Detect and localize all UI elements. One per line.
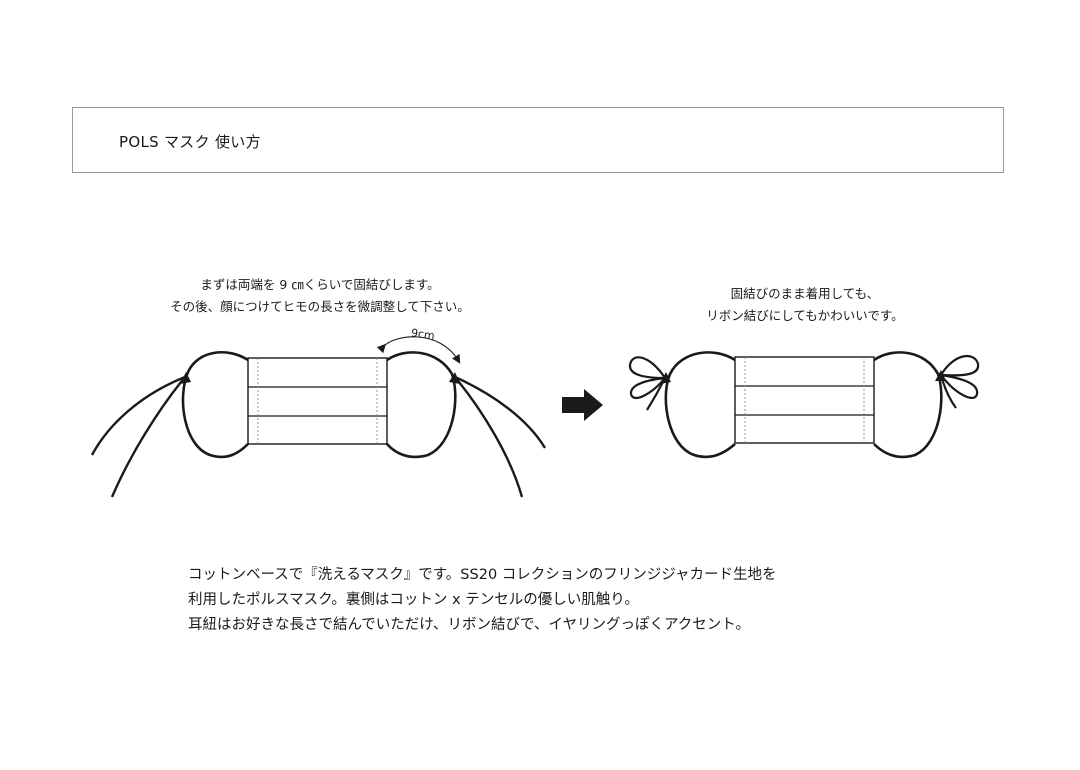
left-ear-loop-bow: [664, 351, 736, 459]
step-1-line-1: まずは両端を 9 ㎝くらいで固結びします。: [200, 277, 440, 292]
right-bow-knot: [935, 370, 946, 381]
mask-body-left: [247, 357, 388, 445]
step-2-caption: 固結びのまま着用しても、 リボン結びにしてもかわいいです。: [655, 283, 955, 327]
title-box: POLS マスク 使い方: [72, 107, 1004, 173]
step-1-caption: まずは両端を 9 ㎝くらいで固結びします。 その後、顔につけてヒモの長さを微調整…: [130, 274, 510, 318]
page-title: POLS マスク 使い方: [119, 133, 261, 151]
right-knot: [449, 372, 460, 384]
mask-body-right: [734, 356, 875, 444]
description-line-2: 利用したポルスマスク。裏側はコットン x テンセルの優しい肌触り。: [188, 592, 639, 608]
right-bow-loop-upper: [940, 355, 980, 377]
step-2-line-1: 固結びのまま着用しても、: [730, 286, 880, 301]
step-2-line-2: リボン結びにしてもかわいいです。: [706, 308, 904, 323]
left-knot: [180, 372, 191, 384]
measurement-arc: [376, 336, 461, 364]
right-bow-loop-lower: [940, 373, 979, 400]
left-bow-knot: [660, 372, 671, 384]
right-ear-loop: [386, 351, 457, 459]
description-line-1: コットンベースで『洗えるマスク』です。SS20 コレクションのフリンジジャカード…: [188, 567, 777, 583]
right-ear-loop-bow: [873, 351, 943, 459]
left-string-inner: [110, 376, 186, 498]
right-string-inner: [454, 376, 524, 498]
left-bow-loop-upper: [628, 356, 666, 380]
right-string-outer: [454, 375, 547, 449]
step-1-line-2: その後、顔につけてヒモの長さを微調整して下さい。: [170, 299, 470, 314]
mask-illustration-long-strings: [90, 336, 547, 498]
right-arrow-icon: [562, 389, 603, 421]
description-line-3: 耳紐はお好きな長さで結んでいただけ、リボン結びで、イヤリングっぽくアクセント。: [188, 617, 751, 633]
left-bow-loop-lower: [629, 376, 666, 400]
product-description: コットンベースで『洗えるマスク』です。SS20 コレクションのフリンジジャカード…: [188, 563, 777, 638]
mask-illustration-bow-tied: [628, 351, 980, 459]
left-string-outer: [90, 375, 186, 456]
left-ear-loop: [181, 351, 249, 459]
